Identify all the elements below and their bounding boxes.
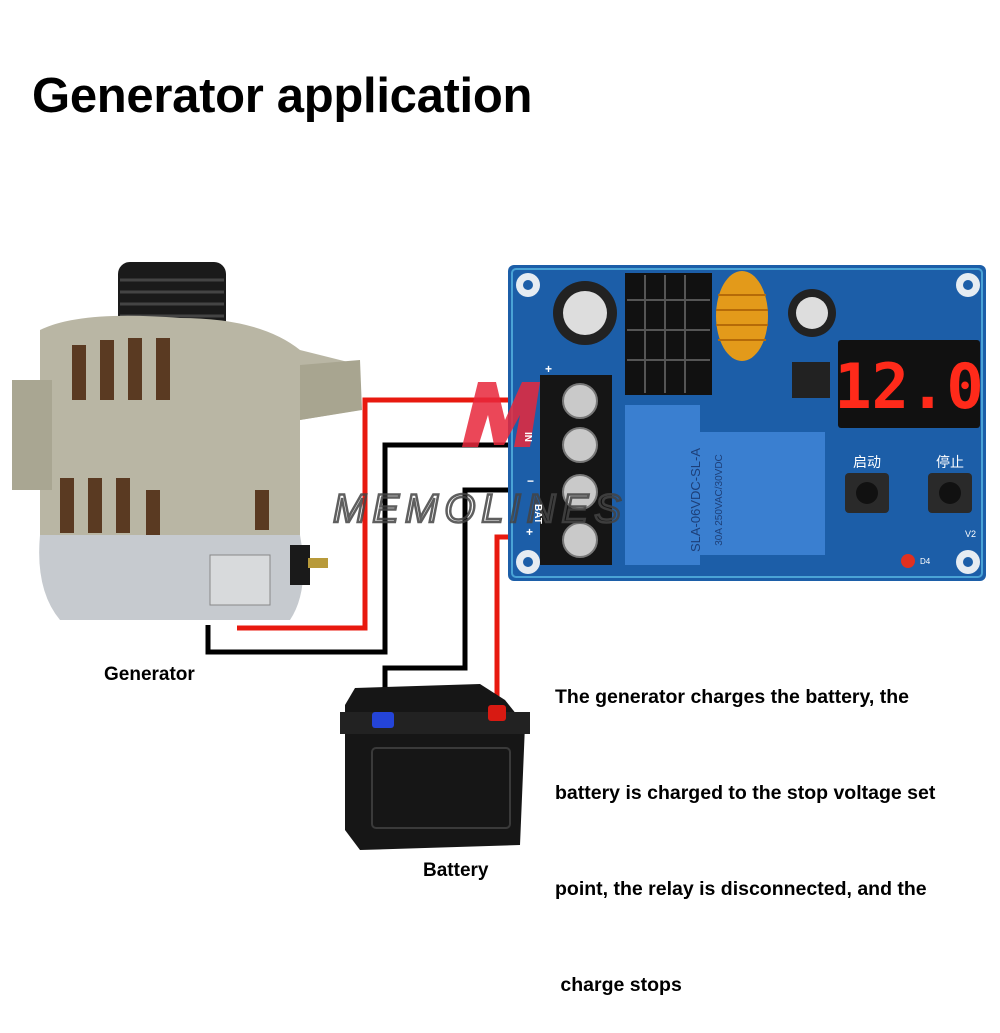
generator-image: [12, 262, 362, 620]
generator-negative-wire: [205, 442, 545, 655]
caption-line: battery is charged to the stop voltage s…: [555, 782, 936, 804]
v2-label: V2: [965, 529, 976, 539]
relay-rating: 30A 250VAC/30VDC: [714, 454, 725, 546]
battery-image: [340, 684, 530, 850]
start-button[interactable]: [845, 473, 889, 513]
controller-board: 12.0 SLA-06VDC-SL-A 30A 250VAC/30VDC 启动 …: [508, 265, 986, 581]
generator-label: Generator: [104, 664, 195, 685]
d4-label: D4: [920, 557, 931, 566]
terminal-label-minus: −: [527, 474, 534, 488]
terminal-label-in-plus: +: [545, 362, 552, 376]
terminal-label-bat: BAT: [532, 504, 543, 524]
battery-negative-wire: [382, 487, 545, 710]
caption-line: The generator charges the battery, the: [555, 686, 909, 708]
terminal-label-bat-plus: +: [526, 525, 533, 539]
watermark-logo: MEMOLINES: [332, 382, 627, 532]
start-label: 启动: [853, 454, 881, 470]
relay-model: SLA-06VDC-SL-A: [688, 448, 703, 552]
terminal-labels: + IN − BAT +: [522, 362, 552, 539]
battery-label: Battery: [423, 860, 489, 881]
description-text: The generator charges the battery, the b…: [555, 617, 935, 1033]
voltage-display: 12.0: [834, 350, 983, 423]
page-title: Generator application: [32, 69, 533, 123]
terminal-label-in: IN: [522, 432, 533, 442]
stop-button[interactable]: [928, 473, 972, 513]
generator-positive-wire: [237, 397, 545, 631]
wiring-diagram: 12.0 SLA-06VDC-SL-A 30A 250VAC/30VDC 启动 …: [12, 262, 986, 850]
watermark-text: MEMOLINES: [333, 487, 627, 531]
caption-line: charge stops: [555, 974, 682, 996]
led-d4: [901, 554, 915, 568]
stop-label: 停止: [936, 454, 964, 470]
caption-line: point, the relay is disconnected, and th…: [555, 878, 927, 900]
